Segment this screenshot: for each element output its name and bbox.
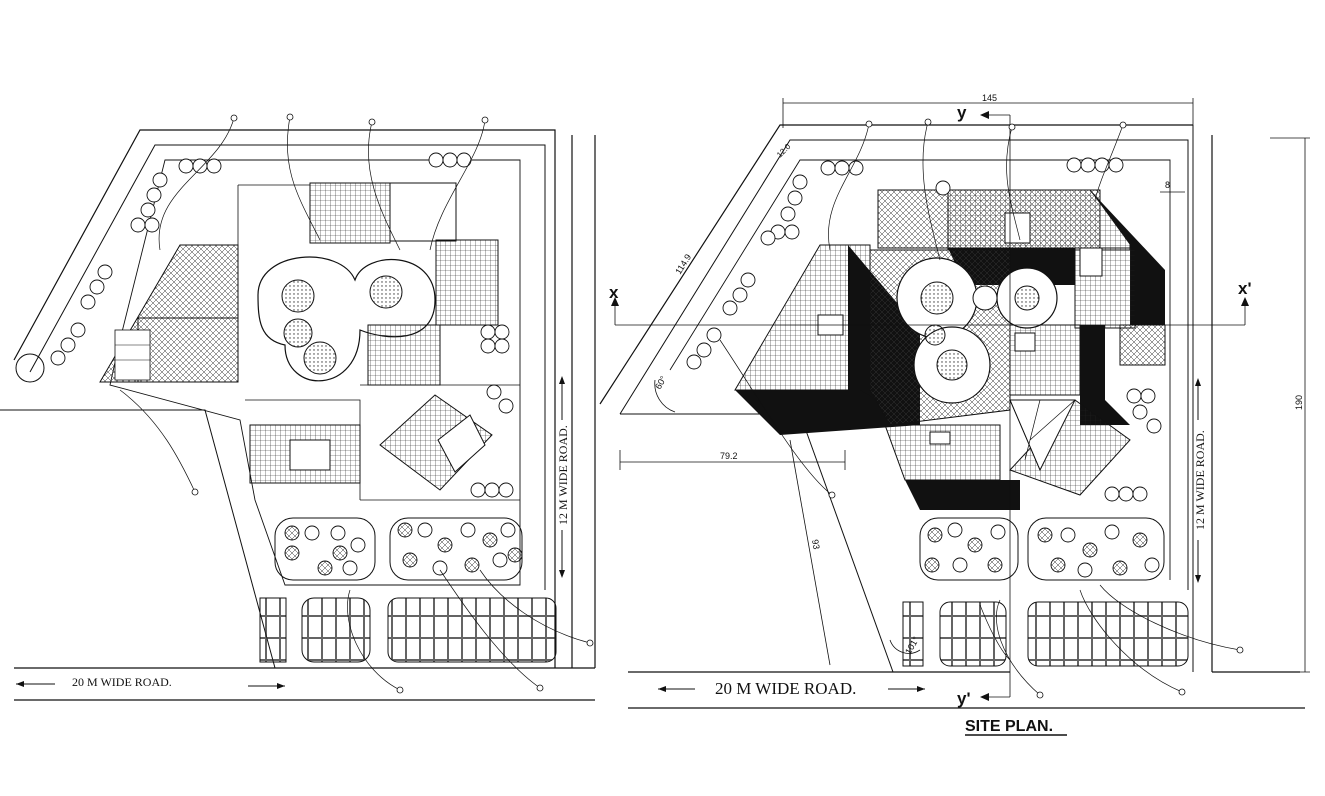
right-site-plan: 20 M WIDE ROAD. 12 M WIDE ROAD. 145 190 … — [599, 93, 1310, 736]
section-x-label: x — [609, 283, 619, 302]
dim-top-small: 8 — [1165, 180, 1170, 190]
angle-left: 60° — [653, 374, 669, 391]
section-x-prime-label: x' — [1238, 279, 1252, 298]
right-road-bottom-label: 20 M WIDE ROAD. — [715, 679, 856, 698]
left-road-bottom-label: 20 M WIDE ROAD. — [72, 675, 172, 689]
dim-corner: 12.0 — [775, 142, 793, 160]
left-road-right-label: 12 M WIDE ROAD. — [556, 425, 570, 525]
section-y-prime-label: y' — [957, 689, 971, 708]
site-plan-title: SITE PLAN. — [965, 718, 1053, 735]
dim-right: 190 — [1294, 395, 1304, 410]
dim-top: 145 — [982, 93, 997, 103]
right-road-right-label: 12 M WIDE ROAD. — [1193, 430, 1207, 530]
section-y-label: y — [957, 103, 967, 122]
dim-offset: 93 — [810, 539, 822, 551]
left-site-plan: 20 M WIDE ROAD. 12 M WIDE ROAD. — [0, 113, 596, 701]
dim-left-bottom: 79.2 — [720, 451, 738, 461]
